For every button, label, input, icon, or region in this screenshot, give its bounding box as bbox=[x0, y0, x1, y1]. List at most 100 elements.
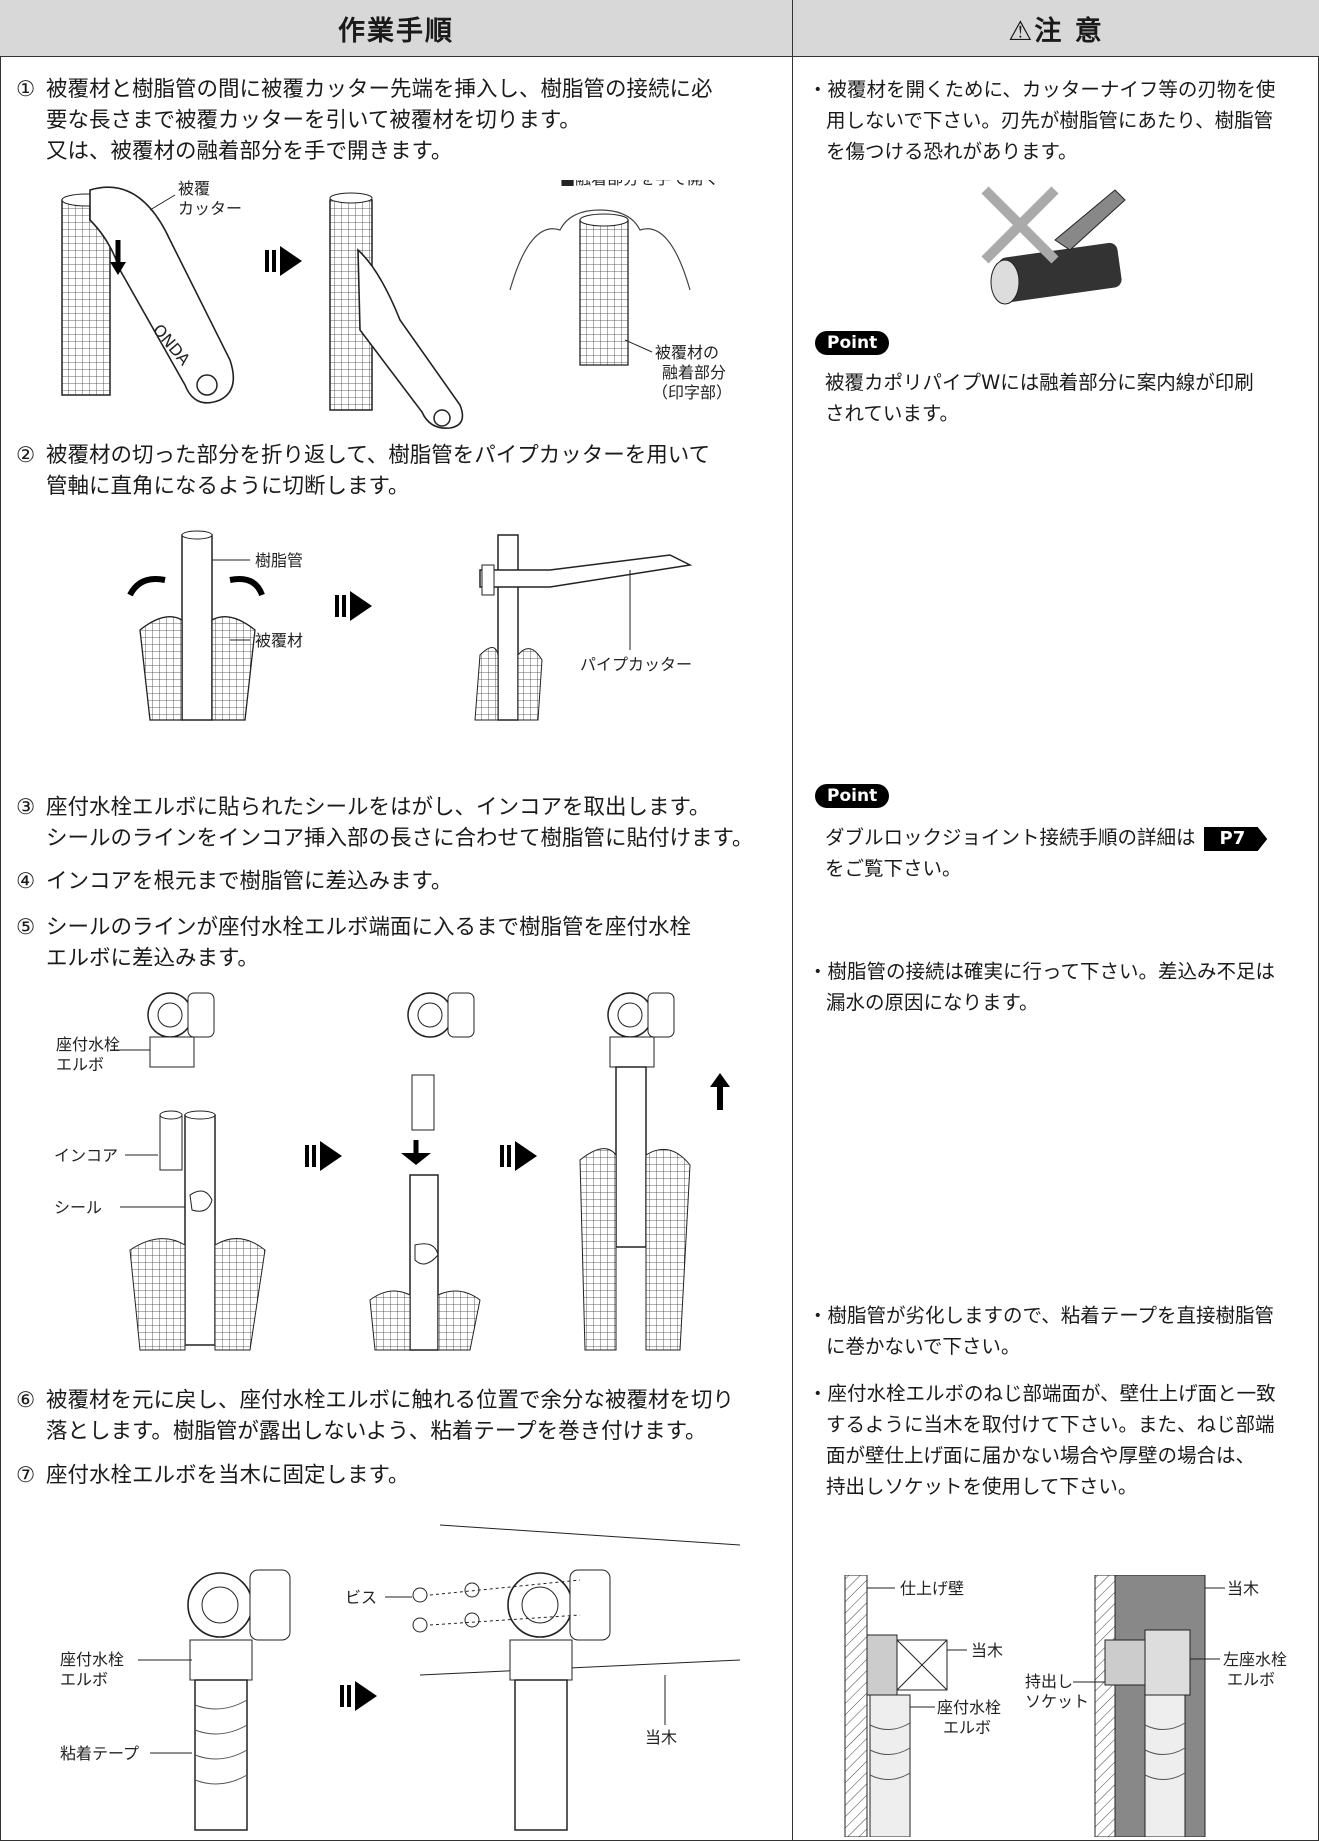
wood-label: 当木 bbox=[1227, 1579, 1259, 1598]
knife-icon bbox=[1054, 189, 1126, 251]
thick-wall bbox=[1094, 1575, 1116, 1837]
step-text: 管軸に直角になるように切断します。 bbox=[46, 474, 410, 499]
caution-text: 面が壁仕上げ面に届かない場合や厚壁の場合は、 bbox=[826, 1444, 1256, 1467]
caution-text: 漏水の原因になります。 bbox=[826, 991, 1039, 1014]
elbow-label: エルボ bbox=[56, 1055, 104, 1074]
step-number: ① bbox=[16, 77, 36, 102]
step-3: ③ 座付水栓エルボに貼られたシールをはがし、インコアを取出します。 シールのライン… bbox=[16, 792, 786, 854]
step-text: 被覆材を元に戻し、座付水栓エルボに触れる位置で余分な被覆材を切り bbox=[46, 1388, 735, 1413]
step-text: 落とします。樹脂管が露出しないよう、粘着テープを巻き付けます。 bbox=[46, 1419, 707, 1444]
step-text: 座付水栓エルボに貼られたシールをはがし、インコアを取出します。 bbox=[46, 795, 711, 820]
socket-label: 持出し bbox=[1025, 1672, 1073, 1691]
seal-label: シール bbox=[54, 1198, 102, 1217]
step-text: 被覆材と樹脂管の間に被覆カッター先端を挿入し、樹脂管の接続に必 bbox=[46, 77, 713, 102]
elbow-fitting-icon bbox=[866, 1634, 898, 1696]
procedure-header: 作業手順 bbox=[0, 0, 793, 57]
step-number: ② bbox=[16, 443, 36, 468]
cutter-label: カッター bbox=[178, 199, 242, 218]
hand-open-title: ■融着部分を手で開く bbox=[560, 180, 719, 188]
step-text: インコアを根元まで樹脂管に差込みます。 bbox=[46, 869, 453, 894]
point-badge: Point bbox=[815, 784, 890, 808]
figure-cover-cutter: ONDA 被覆 カッター ■融着部分を手で開く 被覆材の 融着部分 （印字部） bbox=[61, 180, 732, 429]
point-badge: Point bbox=[815, 331, 890, 355]
pipe-cutter-icon bbox=[479, 554, 693, 588]
caution-header: ⚠注 意 bbox=[793, 0, 1319, 57]
resin-pipe bbox=[181, 534, 213, 721]
elbow-fitting-icon bbox=[147, 992, 215, 1068]
next-arrow-icon bbox=[500, 1141, 537, 1171]
caution-text: するように当木を取付けて下さい。また、ねじ部端 bbox=[826, 1413, 1275, 1436]
point-text: されています。 bbox=[825, 402, 959, 425]
point-note-1: 被覆カポリパイプWには融着部分に案内線が印刷 されています。 bbox=[825, 367, 1305, 429]
pipe-cutter-label: パイプカッター bbox=[580, 655, 692, 674]
elbow-label: 左座水栓 bbox=[1223, 1650, 1287, 1669]
step-text: 又は、被覆材の融着部分を手で開きます。 bbox=[46, 139, 453, 164]
elbow-label: エルボ bbox=[1227, 1670, 1275, 1689]
incore-icon bbox=[159, 1114, 183, 1171]
caution-note-4: ・座付水栓エルボのねじ部端面が、壁仕上げ面と一致 するように当木を取付けて下さい… bbox=[808, 1378, 1319, 1502]
step-text: 座付水栓エルボを当木に固定します。 bbox=[46, 1463, 410, 1488]
caution-text: ・樹脂管の接続は確実に行って下さい。差込み不足は bbox=[808, 960, 1276, 983]
caution-text: 持出しソケットを使用して下さい。 bbox=[826, 1475, 1138, 1498]
step-text: シールのラインが座付水栓エルボ端面に入るまで樹脂管を座付水栓 bbox=[46, 915, 692, 940]
caution-text: に巻かないで下さい。 bbox=[826, 1335, 1021, 1358]
caution-text: ・座付水栓エルボのねじ部端面が、壁仕上げ面と一致 bbox=[808, 1382, 1276, 1405]
step-text: シールのラインをインコア挿入部の長さに合わせて樹脂管に貼付けます。 bbox=[46, 826, 754, 851]
figure-pipe-cutting: 樹脂管 被覆材 パイプカッター bbox=[127, 530, 693, 721]
elbow-label: エルボ bbox=[943, 1718, 991, 1737]
prohibited-cross-icon bbox=[981, 186, 1059, 264]
step-number: ⑤ bbox=[16, 915, 36, 940]
wall-label: 仕上げ壁 bbox=[900, 1579, 964, 1598]
seal-icon bbox=[189, 1190, 213, 1212]
figure-incore-insert: 座付水栓 エルボ インコア シール bbox=[54, 992, 730, 1351]
next-arrow-icon bbox=[340, 1681, 377, 1711]
cover-cutter-icon bbox=[357, 248, 464, 429]
point-text: 被覆カポリパイプWには融着部分に案内線が印刷 bbox=[825, 371, 1254, 394]
column-divider bbox=[792, 56, 793, 1841]
point-text: ダブルロックジョイント接続手順の詳細は bbox=[825, 826, 1196, 849]
finish-wall bbox=[844, 1575, 868, 1837]
no-knife-illustration bbox=[981, 186, 1126, 305]
elbow-label: 座付水栓 bbox=[56, 1035, 120, 1054]
socket-label: ソケット bbox=[1025, 1692, 1089, 1711]
incore-icon bbox=[411, 1074, 435, 1131]
elbow-label: エルボ bbox=[60, 1670, 108, 1689]
up-arrow-icon bbox=[710, 1073, 730, 1087]
elbow-fitting-icon bbox=[187, 1569, 291, 1681]
step-number: ⑦ bbox=[16, 1463, 36, 1488]
caution-text: ・樹脂管が劣化しますので、粘着テープを直接樹脂管 bbox=[808, 1304, 1275, 1327]
pipe-label: 樹脂管 bbox=[255, 551, 303, 570]
caution-text: ・被覆材を開くために、カッターナイフ等の刃物を使 bbox=[808, 78, 1276, 101]
elbow-fitting-icon bbox=[1144, 1629, 1191, 1696]
cover-label: 被覆材 bbox=[255, 631, 303, 650]
step-text: 要な長さまで被覆カッターを引いて被覆材を切ります。 bbox=[46, 108, 581, 133]
cover-cutter-icon bbox=[89, 186, 235, 404]
page-reference-link[interactable]: P7 bbox=[1203, 827, 1268, 851]
wall-mount-diagram: 仕上げ壁 当木 座付水栓 エルボ 当木 持出し ソケット 左座水栓 エルボ bbox=[844, 1575, 1287, 1837]
next-arrow-icon bbox=[265, 246, 302, 276]
step-7: ⑦ 座付水栓エルボを当木に固定します。 bbox=[16, 1460, 786, 1491]
step-number: ③ bbox=[16, 795, 36, 820]
incore-label: インコア bbox=[54, 1146, 118, 1165]
figure-fix-elbow: 座付水栓 エルボ 粘着テープ ビス 当木 bbox=[60, 1524, 741, 1831]
step-text: エルボに差込みます。 bbox=[46, 946, 259, 971]
caution-note-3: ・樹脂管が劣化しますので、粘着テープを直接樹脂管 に巻かないで下さい。 bbox=[808, 1300, 1319, 1362]
step-1: ① 被覆材と樹脂管の間に被覆カッター先端を挿入し、樹脂管の接続に必 要な長さまで被… bbox=[16, 74, 786, 167]
fusion-label: （印字部） bbox=[652, 383, 732, 402]
screw-icon bbox=[412, 1617, 428, 1633]
fold-arrow-icon bbox=[127, 576, 166, 597]
wood-label: 当木 bbox=[971, 1641, 1003, 1660]
elbow-fitting-icon bbox=[607, 992, 675, 1068]
step-2: ② 被覆材の切った部分を折り返して、樹脂管をパイプカッターを用いて 管軸に直角にな… bbox=[16, 440, 786, 502]
elbow-fitting-icon bbox=[407, 992, 475, 1038]
fusion-label: 被覆材の bbox=[655, 343, 719, 362]
step-6: ⑥ 被覆材を元に戻し、座付水栓エルボに触れる位置で余分な被覆材を切り 落とします。… bbox=[16, 1385, 786, 1447]
step-text: 被覆材の切った部分を折り返して、樹脂管をパイプカッターを用いて bbox=[46, 443, 711, 468]
step-number: ⑥ bbox=[16, 1388, 36, 1413]
step-number: ④ bbox=[16, 869, 36, 894]
next-arrow-icon bbox=[335, 591, 372, 621]
screw-icon bbox=[464, 1582, 480, 1598]
tape-label: 粘着テープ bbox=[60, 1744, 139, 1763]
down-arrow-icon bbox=[110, 262, 126, 275]
